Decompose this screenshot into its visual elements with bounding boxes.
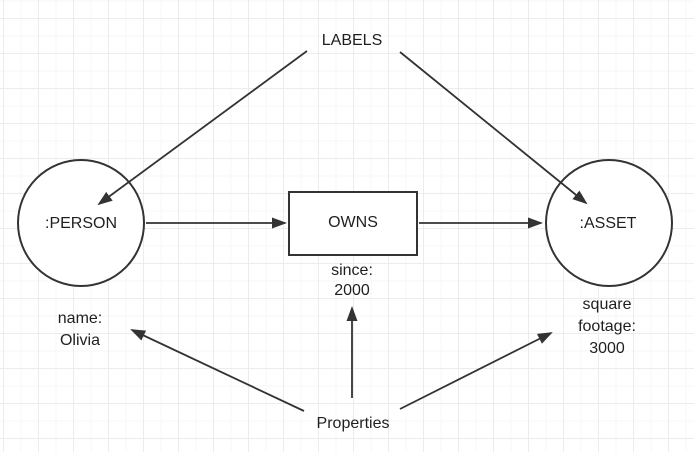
- labels-annotation: LABELS: [321, 32, 383, 49]
- person-node-circle: [17, 159, 145, 287]
- owns-property-line: 2000: [334, 282, 370, 299]
- person-property-label: name: Olivia: [58, 308, 102, 352]
- asset-property-line: footage:: [578, 318, 636, 335]
- asset-property-label: square footage: 3000: [578, 294, 636, 360]
- asset-property-line: square: [582, 296, 632, 313]
- owns-property-line: since:: [331, 262, 373, 279]
- owns-relationship-box: [288, 191, 418, 256]
- asset-property-line: 3000: [589, 340, 625, 357]
- person-node-label: :PERSON: [44, 215, 118, 232]
- arrow-properties-to-name: [130, 329, 305, 412]
- arrow-labels-to-asset: [399, 51, 588, 205]
- owns-property-label: since: 2000: [331, 261, 373, 301]
- person-property-line: Olivia: [59, 332, 100, 349]
- asset-node-label: :ASSET: [579, 215, 637, 232]
- arrow-labels-to-person: [97, 50, 308, 206]
- person-property-line: name:: [57, 310, 103, 327]
- arrow-properties-to-footage: [399, 332, 553, 410]
- owns-relationship-label: OWNS: [328, 214, 378, 231]
- properties-annotation: Properties: [316, 415, 390, 432]
